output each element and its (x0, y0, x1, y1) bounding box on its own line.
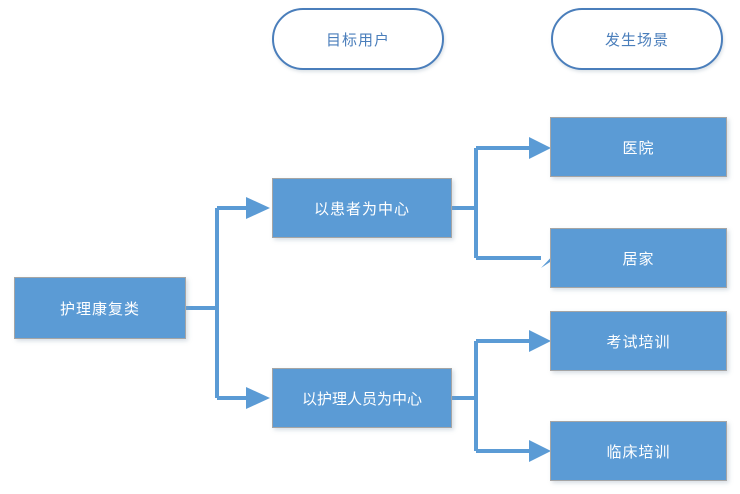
arrowhead-to-nurse (246, 387, 270, 409)
node-home[interactable]: 居家 (550, 228, 727, 288)
header-pill-target-user: 目标用户 (272, 8, 444, 70)
arrowhead-to-clinical (529, 440, 551, 462)
node-hospital-label: 医院 (622, 138, 655, 157)
node-clinical-training-label: 临床培训 (606, 442, 671, 461)
header-pill-scene-label: 发生场景 (604, 30, 669, 49)
node-exam-training[interactable]: 考试培训 (550, 311, 727, 371)
node-nurse-centered[interactable]: 以护理人员为中心 (272, 368, 452, 428)
node-home-label: 居家 (622, 249, 655, 268)
node-hospital[interactable]: 医院 (550, 117, 727, 177)
node-clinical-training[interactable]: 临床培训 (550, 421, 727, 481)
node-nurse-centered-label: 以护理人员为中心 (301, 389, 422, 408)
node-patient-centered-label: 以患者为中心 (313, 199, 410, 218)
node-exam-training-label: 考试培训 (606, 332, 671, 351)
arrowhead-to-exam (529, 330, 551, 352)
arrowhead-to-patient (246, 197, 270, 219)
node-patient-centered[interactable]: 以患者为中心 (272, 178, 452, 238)
node-root-label: 护理康复类 (59, 299, 140, 318)
arrowhead-to-hospital (529, 137, 551, 159)
node-root[interactable]: 护理康复类 (14, 277, 186, 339)
header-pill-scene: 发生场景 (551, 8, 723, 70)
header-pill-target-user-label: 目标用户 (325, 30, 390, 49)
